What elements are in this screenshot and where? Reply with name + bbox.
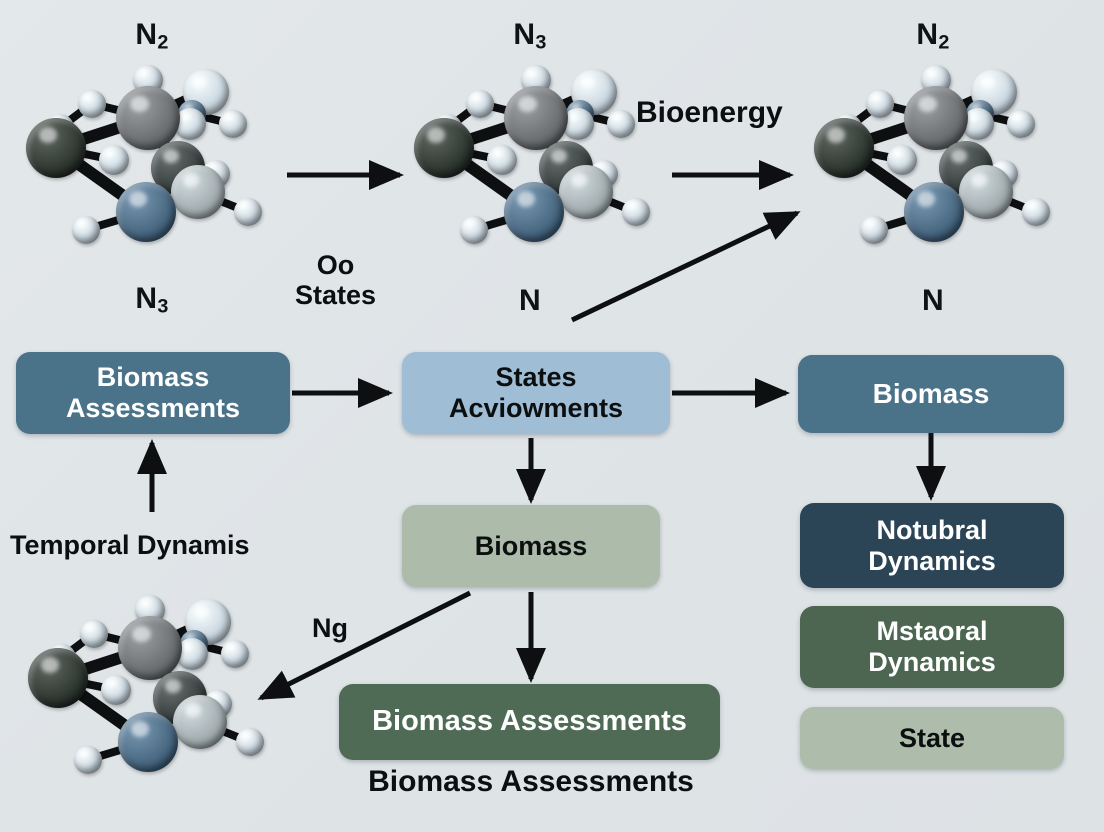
molecule-atom: [887, 145, 917, 175]
molecule-atom: [118, 616, 182, 680]
molecule-atom: [72, 216, 100, 244]
molecule-atom: [116, 182, 176, 242]
node-label: Biomass: [474, 530, 588, 561]
molecule-atom: [460, 216, 488, 244]
caption-biomass-assessments: Biomass Assessments: [368, 765, 694, 798]
molecule-atom: [814, 118, 874, 178]
label-temporal-dynamis: Temporal Dynamis: [10, 530, 250, 560]
molecule-label-top-right: N2: [916, 18, 950, 54]
molecule-label-bottom-right: N: [922, 284, 944, 317]
molecule-atom: [80, 620, 108, 648]
molecule-atom: [99, 145, 129, 175]
molecule-atom: [118, 712, 178, 772]
molecule-top-mid: [414, 62, 678, 282]
node-biomass-right[interactable]: Biomass: [798, 355, 1064, 433]
molecule-atom: [74, 746, 102, 774]
molecule-label-bottom-mid: N: [519, 284, 541, 317]
molecule-atom: [1022, 198, 1050, 226]
node-label: Notubral Dynamics: [868, 514, 996, 576]
node-biomass-mid[interactable]: Biomass: [402, 505, 660, 587]
molecule-atom: [622, 198, 650, 226]
molecule-atom: [504, 86, 568, 150]
molecule-atom: [866, 90, 894, 118]
node-label: State: [898, 722, 966, 753]
molecule-atom: [959, 165, 1013, 219]
node-biomass-assessments-left[interactable]: Biomass Assessments: [16, 352, 290, 434]
molecule-atom: [466, 90, 494, 118]
node-states-acviowments[interactable]: States Acviowments: [402, 352, 670, 434]
arrow-biomass-diag-to-molecule: [257, 590, 472, 701]
label-ng: Ng: [312, 613, 348, 643]
molecule-top-left: [26, 62, 290, 282]
molecule-atom: [236, 728, 264, 756]
node-notubral-dynamics[interactable]: Notubral Dynamics: [800, 503, 1064, 588]
molecule-atom: [28, 648, 88, 708]
molecule-atom: [116, 86, 180, 150]
node-label: Biomass: [872, 378, 990, 410]
node-biomass-assessments-green[interactable]: Biomass Assessments: [339, 684, 720, 760]
molecule-label-top-mid: N3: [513, 18, 547, 54]
molecule-atom: [559, 165, 613, 219]
node-mstaoral-dynamics[interactable]: Mstaoral Dynamics: [800, 606, 1064, 688]
molecule-atom: [860, 216, 888, 244]
molecule-atom: [173, 695, 227, 749]
molecule-atom: [234, 198, 262, 226]
node-label: States Acviowments: [448, 362, 624, 423]
molecule-atom: [904, 182, 964, 242]
node-state[interactable]: State: [800, 707, 1064, 769]
molecule-atom: [607, 110, 635, 138]
node-label: Biomass Assessments: [65, 362, 241, 423]
molecule-atom: [221, 640, 249, 668]
molecule-atom: [171, 165, 225, 219]
molecule-atom: [78, 90, 106, 118]
molecule-atom: [26, 118, 86, 178]
molecule-atom: [414, 118, 474, 178]
label-bioenergy: Bioenergy: [636, 96, 783, 129]
molecule-atom: [101, 675, 131, 705]
node-label: Biomass Assessments: [372, 705, 687, 738]
node-label: Mstaoral Dynamics: [868, 616, 996, 677]
molecule-atom: [1007, 110, 1035, 138]
molecule-atom: [904, 86, 968, 150]
molecule-atom: [504, 182, 564, 242]
molecule-atom: [219, 110, 247, 138]
molecule-label-bottom-left: N3: [135, 282, 169, 318]
molecule-label-top-left: N2: [135, 18, 169, 54]
molecule-atom: [487, 145, 517, 175]
molecule-top-right: [814, 62, 1078, 282]
label-oo-states: Oo States: [294, 250, 377, 311]
molecule-bottom-left: [28, 592, 292, 812]
